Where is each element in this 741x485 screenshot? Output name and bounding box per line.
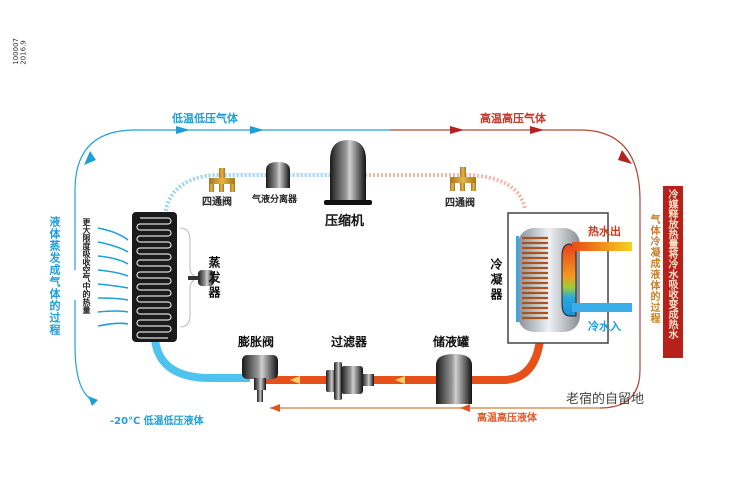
- suction-line: [163, 173, 335, 216]
- label-condensation-process: 气体冷凝成液体的过程: [648, 214, 659, 324]
- label-filter: 过滤器: [331, 335, 368, 349]
- filter-icon: [326, 362, 374, 400]
- label-gas-liquid-separator: 气液分离器: [252, 195, 298, 205]
- condenser-unit: [507, 212, 632, 344]
- label-evaporator-note: 更大限度吸收空气中的热量: [82, 218, 91, 314]
- label-evaporation-process: 液体蒸发成气体的过程: [48, 216, 61, 336]
- arrow-icon: [84, 151, 96, 165]
- label-evaporator: 蒸发器: [207, 256, 221, 301]
- compressor-icon: [324, 140, 372, 205]
- label-compressor: 压缩机: [325, 214, 365, 229]
- watermark: 老宿的自留地: [566, 392, 645, 407]
- expansion-valve-icon: [242, 355, 278, 402]
- four-way-valve-right-icon: [450, 167, 476, 191]
- gas-liquid-separator-icon: [266, 162, 290, 188]
- four-way-valve-left-icon: [209, 168, 235, 192]
- label-low-temp-low-pressure-liquid: -20℃ 低温低压液体: [110, 416, 204, 427]
- label-hot-water-out: 热水出: [588, 225, 621, 238]
- label-condenser-note: 冷媒释放热量将冷水吸收变成热水: [666, 189, 677, 339]
- arrow-icon: [530, 126, 544, 134]
- label-low-temp-low-pressure-gas: 低温低压气体: [172, 112, 238, 125]
- label-high-temp-high-pressure-liquid: 高温高压液体: [477, 413, 537, 424]
- evaporator-coil: [132, 212, 214, 342]
- arrow-icon: [618, 150, 632, 164]
- air-inflow-arrows: [97, 227, 129, 327]
- label-expansion-valve: 膨胀阀: [238, 335, 275, 349]
- discharge-line: [365, 173, 527, 211]
- condenser-note-banner: [663, 186, 683, 358]
- hot-pipe-riser: [470, 339, 544, 384]
- label-liquid-receiver: 储液罐: [433, 335, 470, 349]
- label-high-temp-high-pressure-gas: 高温高压气体: [480, 112, 546, 125]
- liquid-receiver-icon: [436, 354, 472, 404]
- outer-hot-line: [270, 129, 641, 409]
- arrow-icon: [450, 126, 464, 134]
- label-four-way-valve-right: 四通阀: [445, 198, 475, 209]
- label-four-way-valve-left: 四通阀: [202, 197, 232, 208]
- outer-cold-line-left: [74, 300, 93, 401]
- arrow-icon: [176, 126, 190, 134]
- cold-pipe: [151, 339, 250, 382]
- arrow-icon: [270, 404, 280, 412]
- label-cold-water-in: 冷水入: [588, 320, 621, 333]
- arrow-icon: [88, 396, 98, 406]
- arrow-icon: [250, 126, 264, 134]
- label-condenser: 冷凝器: [489, 258, 503, 303]
- arrow-icon: [460, 404, 470, 412]
- outer-cold-line: [74, 129, 390, 270]
